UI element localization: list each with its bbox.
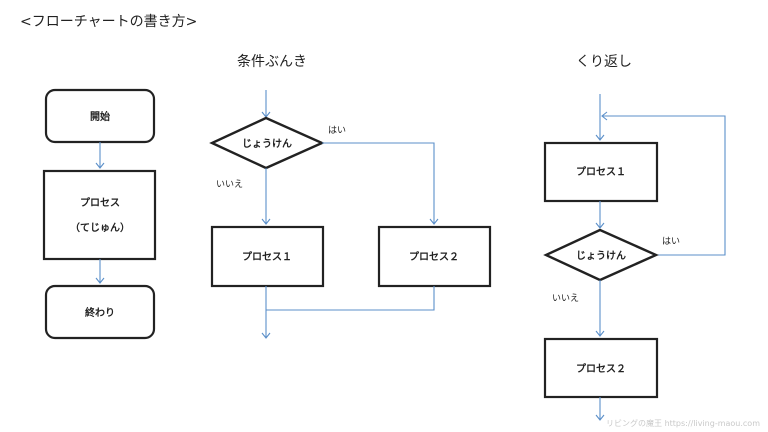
arrowhead	[601, 111, 608, 121]
loop-process-2-label: プロセス２	[576, 362, 626, 375]
branch-heading: 条件ぶんき	[237, 53, 307, 70]
basic-flow-section: 開始 プロセス （てじゅん） 終わり	[42, 88, 157, 340]
arrowhead	[595, 330, 605, 337]
end-label: 終わり	[85, 306, 115, 319]
arrowhead	[429, 218, 439, 225]
loop-condition-label: じょうけん	[576, 250, 626, 262]
arrowhead	[261, 218, 271, 225]
loop-yes-label: はい	[662, 236, 680, 247]
yes-path	[322, 142, 435, 224]
arrowhead	[95, 162, 105, 169]
no-label: いいえ	[216, 179, 243, 190]
loop-process-1-label: プロセス１	[576, 165, 626, 178]
end-terminal	[44, 284, 156, 340]
loop-back-path	[602, 115, 726, 256]
arrowhead	[595, 222, 605, 229]
process-2-box	[377, 225, 492, 288]
arrowhead	[95, 277, 105, 284]
process-label: プロセス	[80, 196, 120, 209]
branch-section: 条件ぶんき じょうけん はい いいえ プロセス１ プロセス２	[209, 53, 492, 339]
arrowhead	[595, 134, 605, 141]
loop-section: くり返し プロセス１ じょうけん はい いいえ プロセス２	[543, 54, 726, 421]
merge-path	[266, 286, 435, 311]
arrowhead	[261, 332, 271, 339]
loop-process-1-box	[543, 141, 659, 203]
loop-no-label: いいえ	[552, 293, 579, 304]
arrowhead	[595, 414, 605, 421]
process-sublabel: （てじゅん）	[70, 221, 130, 234]
loop-heading: くり返し	[576, 54, 632, 70]
yes-label: はい	[328, 125, 346, 136]
start-label: 開始	[90, 110, 110, 123]
process-1-box	[210, 225, 325, 288]
watermark: リビングの魔王 https://living-maou.com	[606, 418, 760, 428]
page-title: <フローチャートの書き方>	[20, 14, 197, 30]
loop-process-2-box	[543, 337, 659, 399]
process-2-label: プロセス２	[409, 250, 459, 263]
process-1-label: プロセス１	[242, 250, 292, 263]
process-box	[42, 169, 157, 261]
condition-label: じょうけん	[242, 138, 292, 150]
